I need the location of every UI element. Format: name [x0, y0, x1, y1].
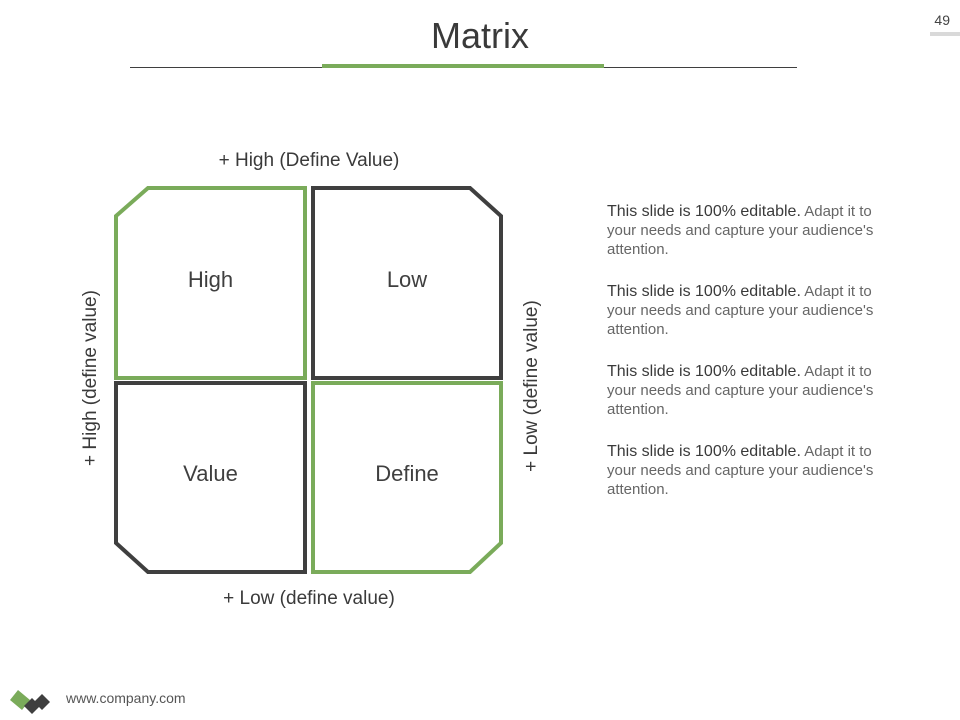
cell-label-value: Value: [183, 461, 238, 486]
matrix-cell-define: Define: [311, 381, 503, 574]
note-item: This slide is 100% editable. Adapt it to…: [607, 362, 897, 419]
axis-label-top: + High (Define Value): [218, 150, 400, 171]
page-number: 49: [934, 12, 950, 28]
company-logo-icon: [10, 690, 50, 714]
cell-label-low: Low: [387, 267, 427, 292]
page-number-bar: [930, 32, 960, 36]
matrix-cell-low: Low: [311, 186, 503, 380]
matrix-cell-value: Value: [114, 381, 307, 574]
footer-url: www.company.com: [66, 690, 186, 706]
note-body: Adapt it to your needs and capture your …: [607, 203, 874, 258]
note-item: This slide is 100% editable. Adapt it to…: [607, 442, 897, 499]
slide-title: Matrix: [431, 15, 529, 56]
note-lead: This slide is 100% editable.: [607, 443, 801, 460]
note-body: Adapt it to your needs and capture your …: [607, 443, 874, 498]
note-item: This slide is 100% editable. Adapt it to…: [607, 202, 897, 259]
matrix-cell-high: High: [114, 186, 307, 380]
title-accent-bar: [322, 64, 604, 68]
cell-label-define: Define: [375, 461, 439, 486]
note-item: This slide is 100% editable. Adapt it to…: [607, 282, 897, 339]
notes-column: This slide is 100% editable. Adapt it to…: [607, 202, 897, 522]
axis-label-bottom: + Low (define value): [223, 588, 395, 609]
note-body: Adapt it to your needs and capture your …: [607, 363, 874, 418]
note-lead: This slide is 100% editable.: [607, 363, 801, 380]
note-lead: This slide is 100% editable.: [607, 283, 801, 300]
note-body: Adapt it to your needs and capture your …: [607, 283, 874, 338]
note-lead: This slide is 100% editable.: [607, 203, 801, 220]
cell-label-high: High: [188, 267, 233, 292]
